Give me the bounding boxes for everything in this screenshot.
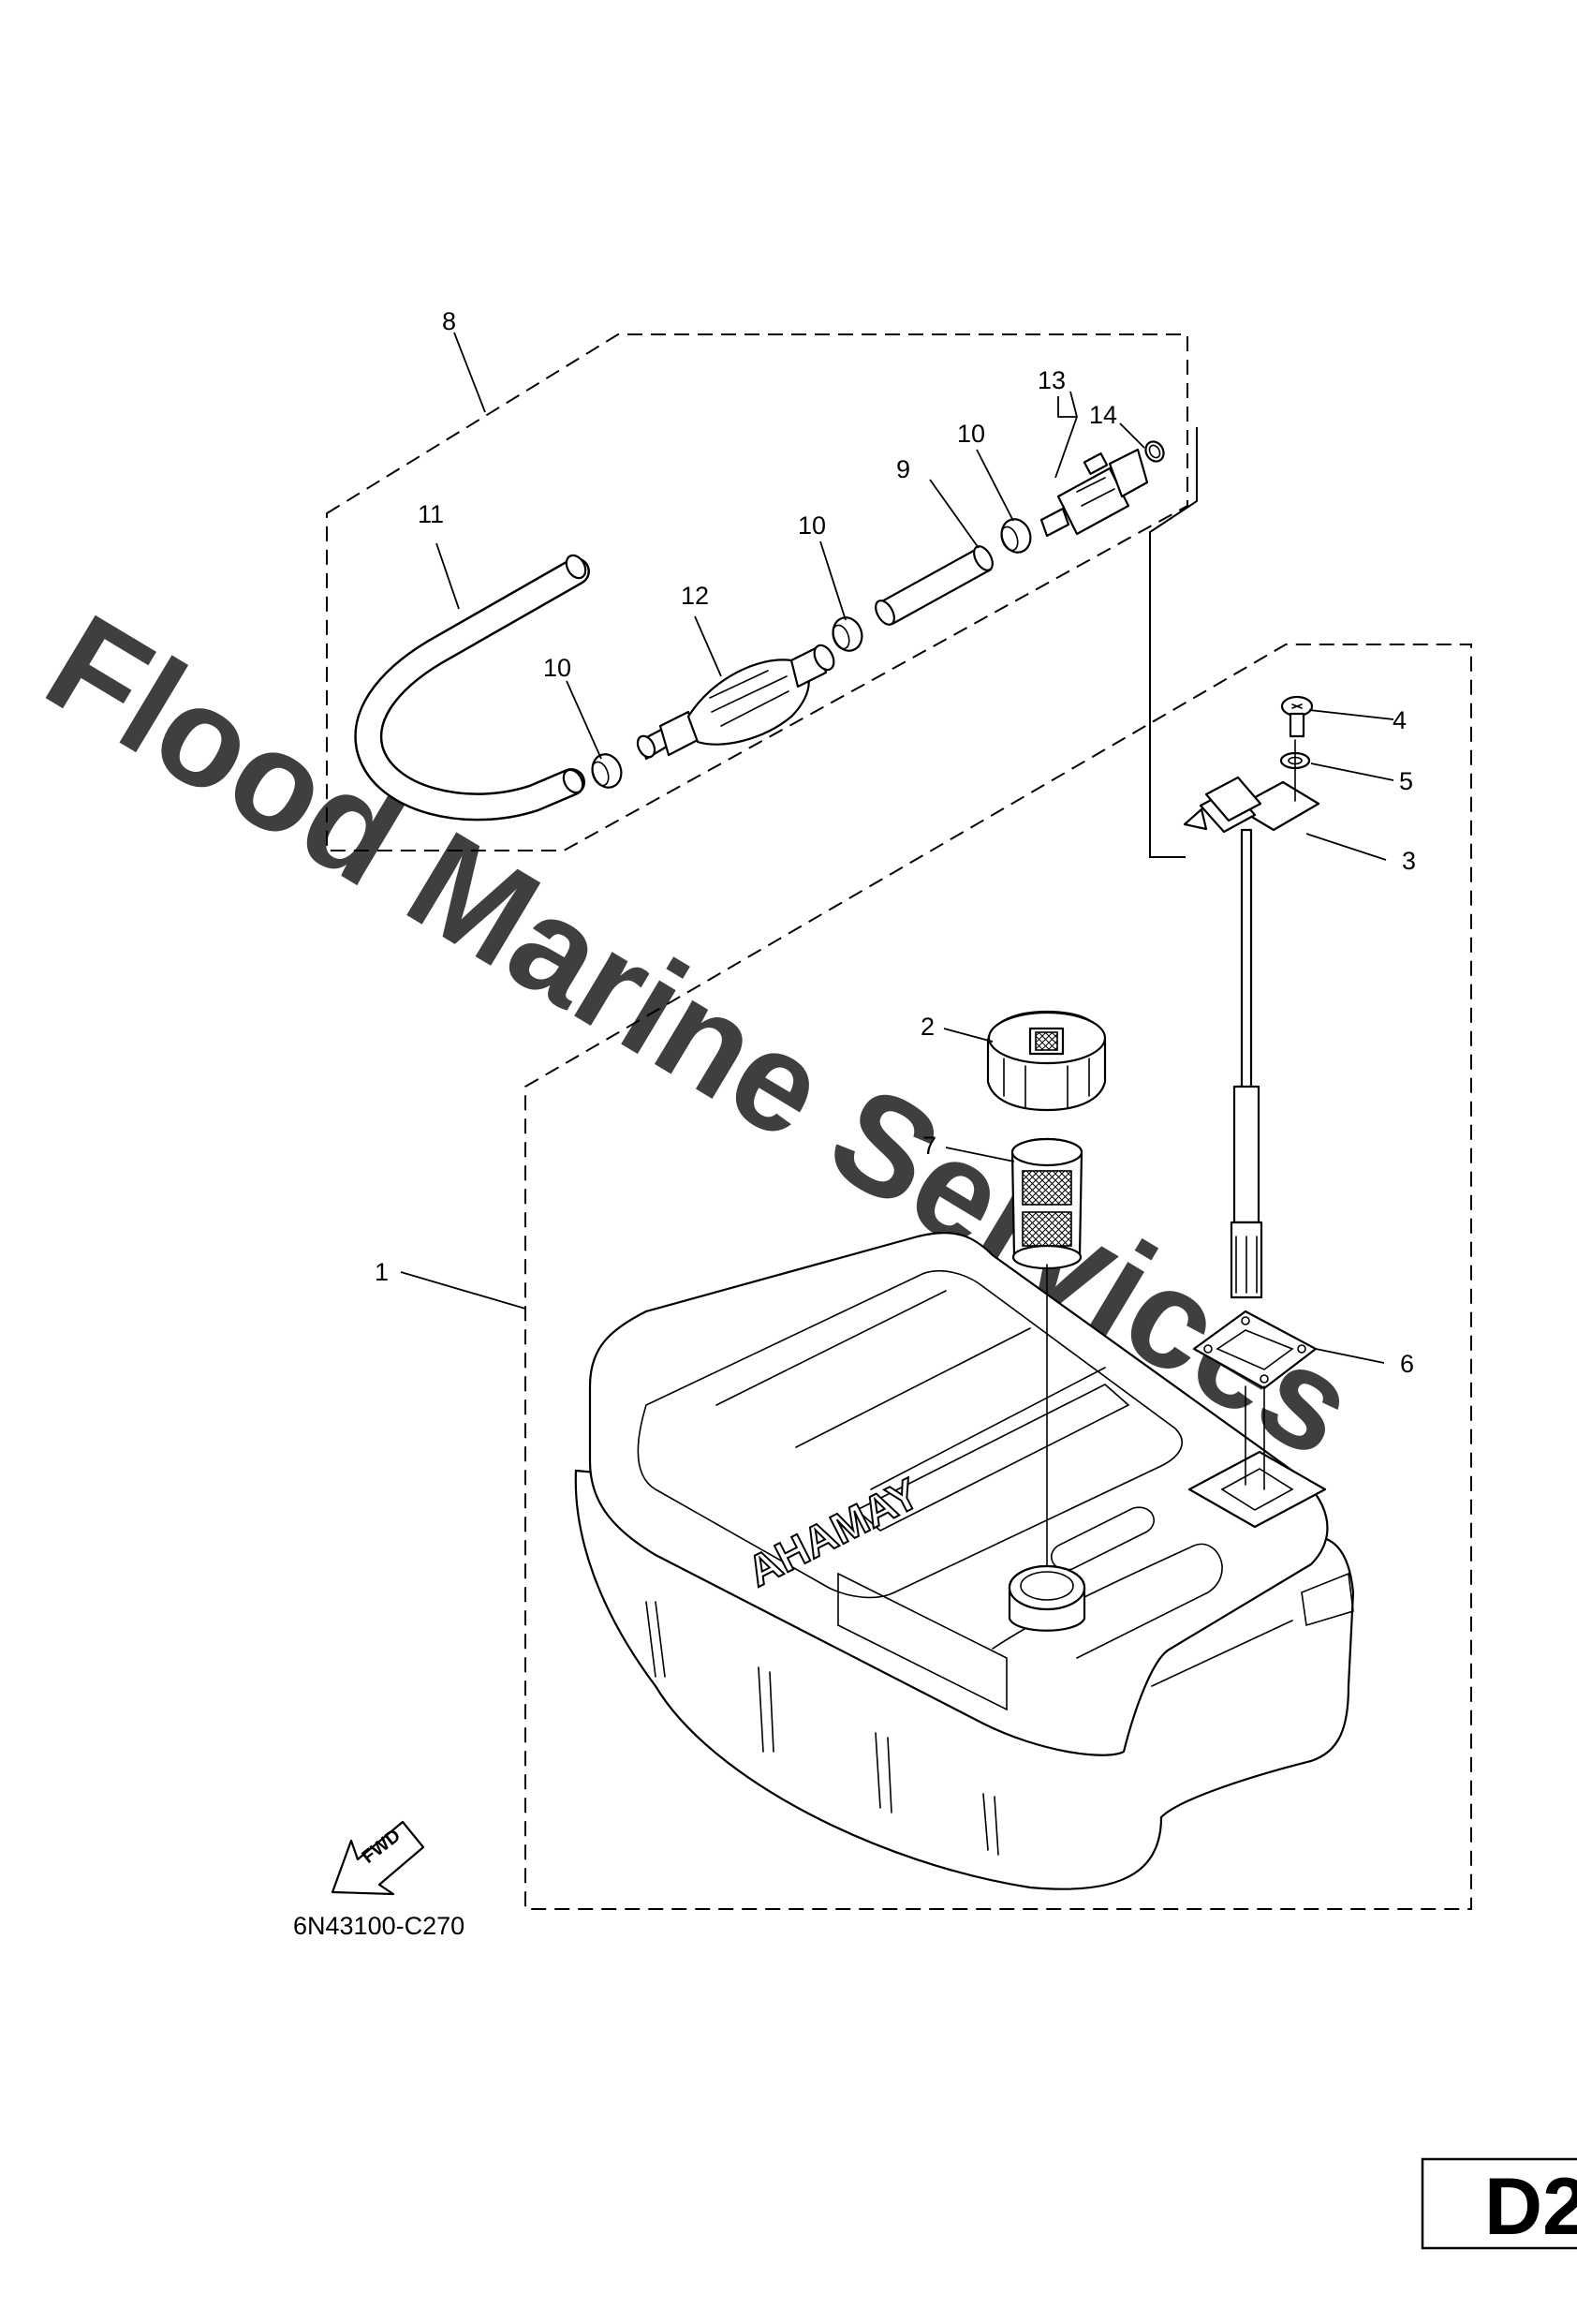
tank-assembly-boundary [524, 644, 1472, 1910]
callout-2: 2 [921, 1013, 935, 1041]
callout-9: 9 [896, 455, 910, 483]
hose-segment [875, 545, 994, 626]
callout-1: 1 [375, 1258, 389, 1286]
screw [1280, 695, 1314, 738]
forward-direction-arrow: FWD [331, 1820, 425, 1896]
callout-14: 14 [1089, 401, 1117, 429]
callout-5: 5 [1399, 767, 1413, 795]
callout-6: 6 [1400, 1350, 1414, 1378]
assembly-bracket [1149, 427, 1198, 858]
fuel-cap [986, 1010, 1107, 1112]
fuel-filter [1010, 1137, 1083, 1270]
callout-labels: 1 2 3 4 5 6 7 8 9 10 10 10 11 12 13 14 [375, 307, 1416, 1378]
fuel-tank: YAMAHA [574, 1232, 1355, 1890]
hose-clamp-1 [591, 753, 623, 789]
drawing-code: 6N43100-C270 [293, 1912, 464, 1940]
leader-lines [400, 332, 1394, 1364]
callout-13: 13 [1038, 366, 1066, 394]
callout-4: 4 [1393, 706, 1407, 734]
callout-12: 12 [681, 582, 709, 610]
hose-clamp-3 [1000, 518, 1032, 554]
hose-assembly-boundary [326, 333, 1188, 851]
hose-clamp-2 [832, 616, 863, 652]
page-id: D2 [1484, 2162, 1577, 2252]
o-ring [1144, 440, 1165, 463]
callout-10-a: 10 [543, 654, 571, 682]
callout-10-b: 10 [798, 511, 826, 540]
callout-7: 7 [922, 1132, 936, 1160]
page-id-box: D2 [1421, 2157, 1577, 2252]
callout-8: 8 [442, 307, 456, 335]
fuel-hose [354, 554, 590, 822]
callout-11: 11 [418, 500, 444, 528]
primer-bulb [636, 644, 835, 761]
hose-connector [1039, 448, 1149, 538]
callout-3: 3 [1402, 847, 1416, 875]
callout-10-c: 10 [957, 420, 985, 448]
fuel-gauge-sender [1183, 776, 1320, 1299]
